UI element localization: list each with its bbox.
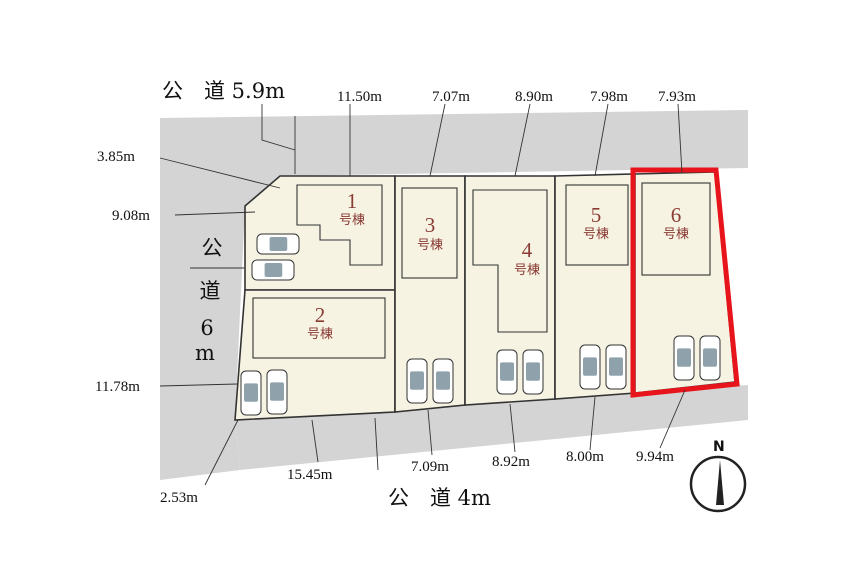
leader-line bbox=[514, 103, 531, 177]
lot-label: 号棟 bbox=[663, 227, 689, 242]
south-road bbox=[235, 385, 748, 470]
north-compass: N bbox=[689, 439, 747, 513]
dimension-label: 15.45m bbox=[287, 467, 333, 483]
house-outline-4 bbox=[472, 189, 548, 333]
lot-label: 号棟 bbox=[307, 327, 333, 342]
car-icon bbox=[522, 349, 544, 395]
dimension-label: 7.98m bbox=[590, 89, 628, 105]
lot-3[interactable] bbox=[394, 175, 466, 413]
lot-label: 号棟 bbox=[514, 263, 540, 278]
car-icon bbox=[605, 344, 627, 390]
dimension-label: 8.90m bbox=[515, 89, 553, 105]
car-icon bbox=[673, 335, 695, 381]
dimension-label: 7.09m bbox=[411, 459, 449, 475]
lot-label: 号棟 bbox=[417, 238, 443, 253]
leader-line bbox=[594, 103, 609, 177]
leader-line bbox=[427, 409, 433, 456]
car-icon bbox=[406, 358, 428, 404]
car-icon bbox=[266, 369, 288, 415]
car-icon bbox=[699, 335, 721, 381]
dimension-label: 7.93m bbox=[658, 89, 696, 105]
house-outline-2 bbox=[252, 297, 386, 359]
car-icon bbox=[579, 344, 601, 390]
leader-line bbox=[311, 419, 319, 463]
house-outline-6 bbox=[641, 182, 711, 276]
north-road-label: 公 道 5.9m bbox=[162, 79, 285, 103]
lot-label: 号棟 bbox=[583, 227, 609, 242]
lot-6-highlight bbox=[630, 167, 740, 398]
leader-line bbox=[159, 157, 281, 189]
leader-line bbox=[429, 103, 446, 177]
leader-line bbox=[677, 103, 683, 174]
north-label: N bbox=[713, 439, 725, 455]
parking-cars bbox=[240, 233, 721, 416]
leader-line bbox=[204, 419, 239, 486]
dimension-label: 11.78m bbox=[95, 379, 140, 395]
leader-line bbox=[174, 211, 256, 216]
lot-number: 5 bbox=[591, 203, 602, 227]
house-outline-1 bbox=[296, 184, 383, 266]
dimension-arrow bbox=[374, 417, 379, 471]
car-icon bbox=[256, 233, 300, 255]
house-outline-3 bbox=[401, 187, 458, 279]
lot-label: 号棟 bbox=[339, 213, 365, 228]
dimension-label: 7.07m bbox=[432, 89, 470, 105]
north-road bbox=[160, 110, 748, 218]
car-icon bbox=[251, 259, 295, 281]
dimension-label: 8.00m bbox=[566, 449, 604, 465]
north-arrow-icon bbox=[716, 460, 724, 505]
west-road-label-2: 道 bbox=[200, 279, 221, 303]
lot-number: 6 bbox=[671, 203, 682, 227]
dimension-label: 3.85m bbox=[97, 149, 135, 165]
dimension-label: 9.94m bbox=[636, 449, 674, 465]
leader-line bbox=[509, 403, 516, 453]
leader-line bbox=[589, 396, 596, 451]
dimension-label: 11.50m bbox=[337, 89, 382, 105]
south-road-label: 公 道 4m bbox=[388, 486, 491, 510]
dimension-label: 8.92m bbox=[492, 454, 530, 470]
house-outline-5 bbox=[565, 184, 629, 266]
lot-number: 1 bbox=[347, 189, 358, 213]
lot-number: 2 bbox=[315, 303, 326, 327]
dimension-label: 9.08m bbox=[112, 208, 150, 224]
west-road bbox=[160, 206, 245, 480]
leader-line bbox=[261, 104, 296, 151]
leader-line bbox=[159, 383, 238, 387]
car-icon bbox=[496, 349, 518, 395]
car-icon bbox=[432, 358, 454, 404]
west-road-label-3: 6 bbox=[200, 316, 213, 340]
west-road-label-4: m bbox=[195, 341, 215, 365]
west-road-label-1: 公 bbox=[202, 236, 223, 260]
car-icon bbox=[240, 370, 262, 416]
leader-line bbox=[659, 389, 686, 449]
lot-number: 3 bbox=[425, 213, 436, 237]
dimension-label: 2.53m bbox=[160, 490, 198, 506]
lot-number: 4 bbox=[522, 238, 533, 262]
